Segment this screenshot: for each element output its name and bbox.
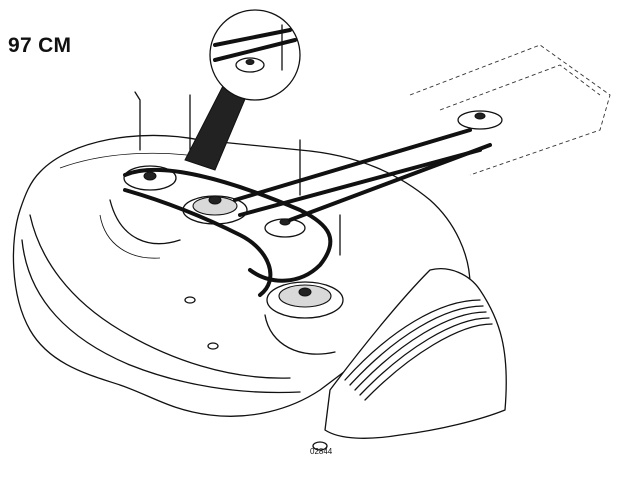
idler-pulley	[264, 218, 306, 238]
engine-pulley	[409, 44, 611, 176]
deck-hardware	[184, 296, 328, 451]
detail-callout	[184, 9, 301, 171]
deck-size-label: 97 CM	[8, 34, 72, 57]
deck-belt	[123, 167, 333, 297]
right-spindle-pulley	[264, 281, 344, 355]
part-number-label: 02844	[310, 447, 333, 456]
deck-shell	[12, 134, 471, 417]
drive-belt	[233, 128, 492, 222]
discharge-chute	[324, 268, 507, 439]
